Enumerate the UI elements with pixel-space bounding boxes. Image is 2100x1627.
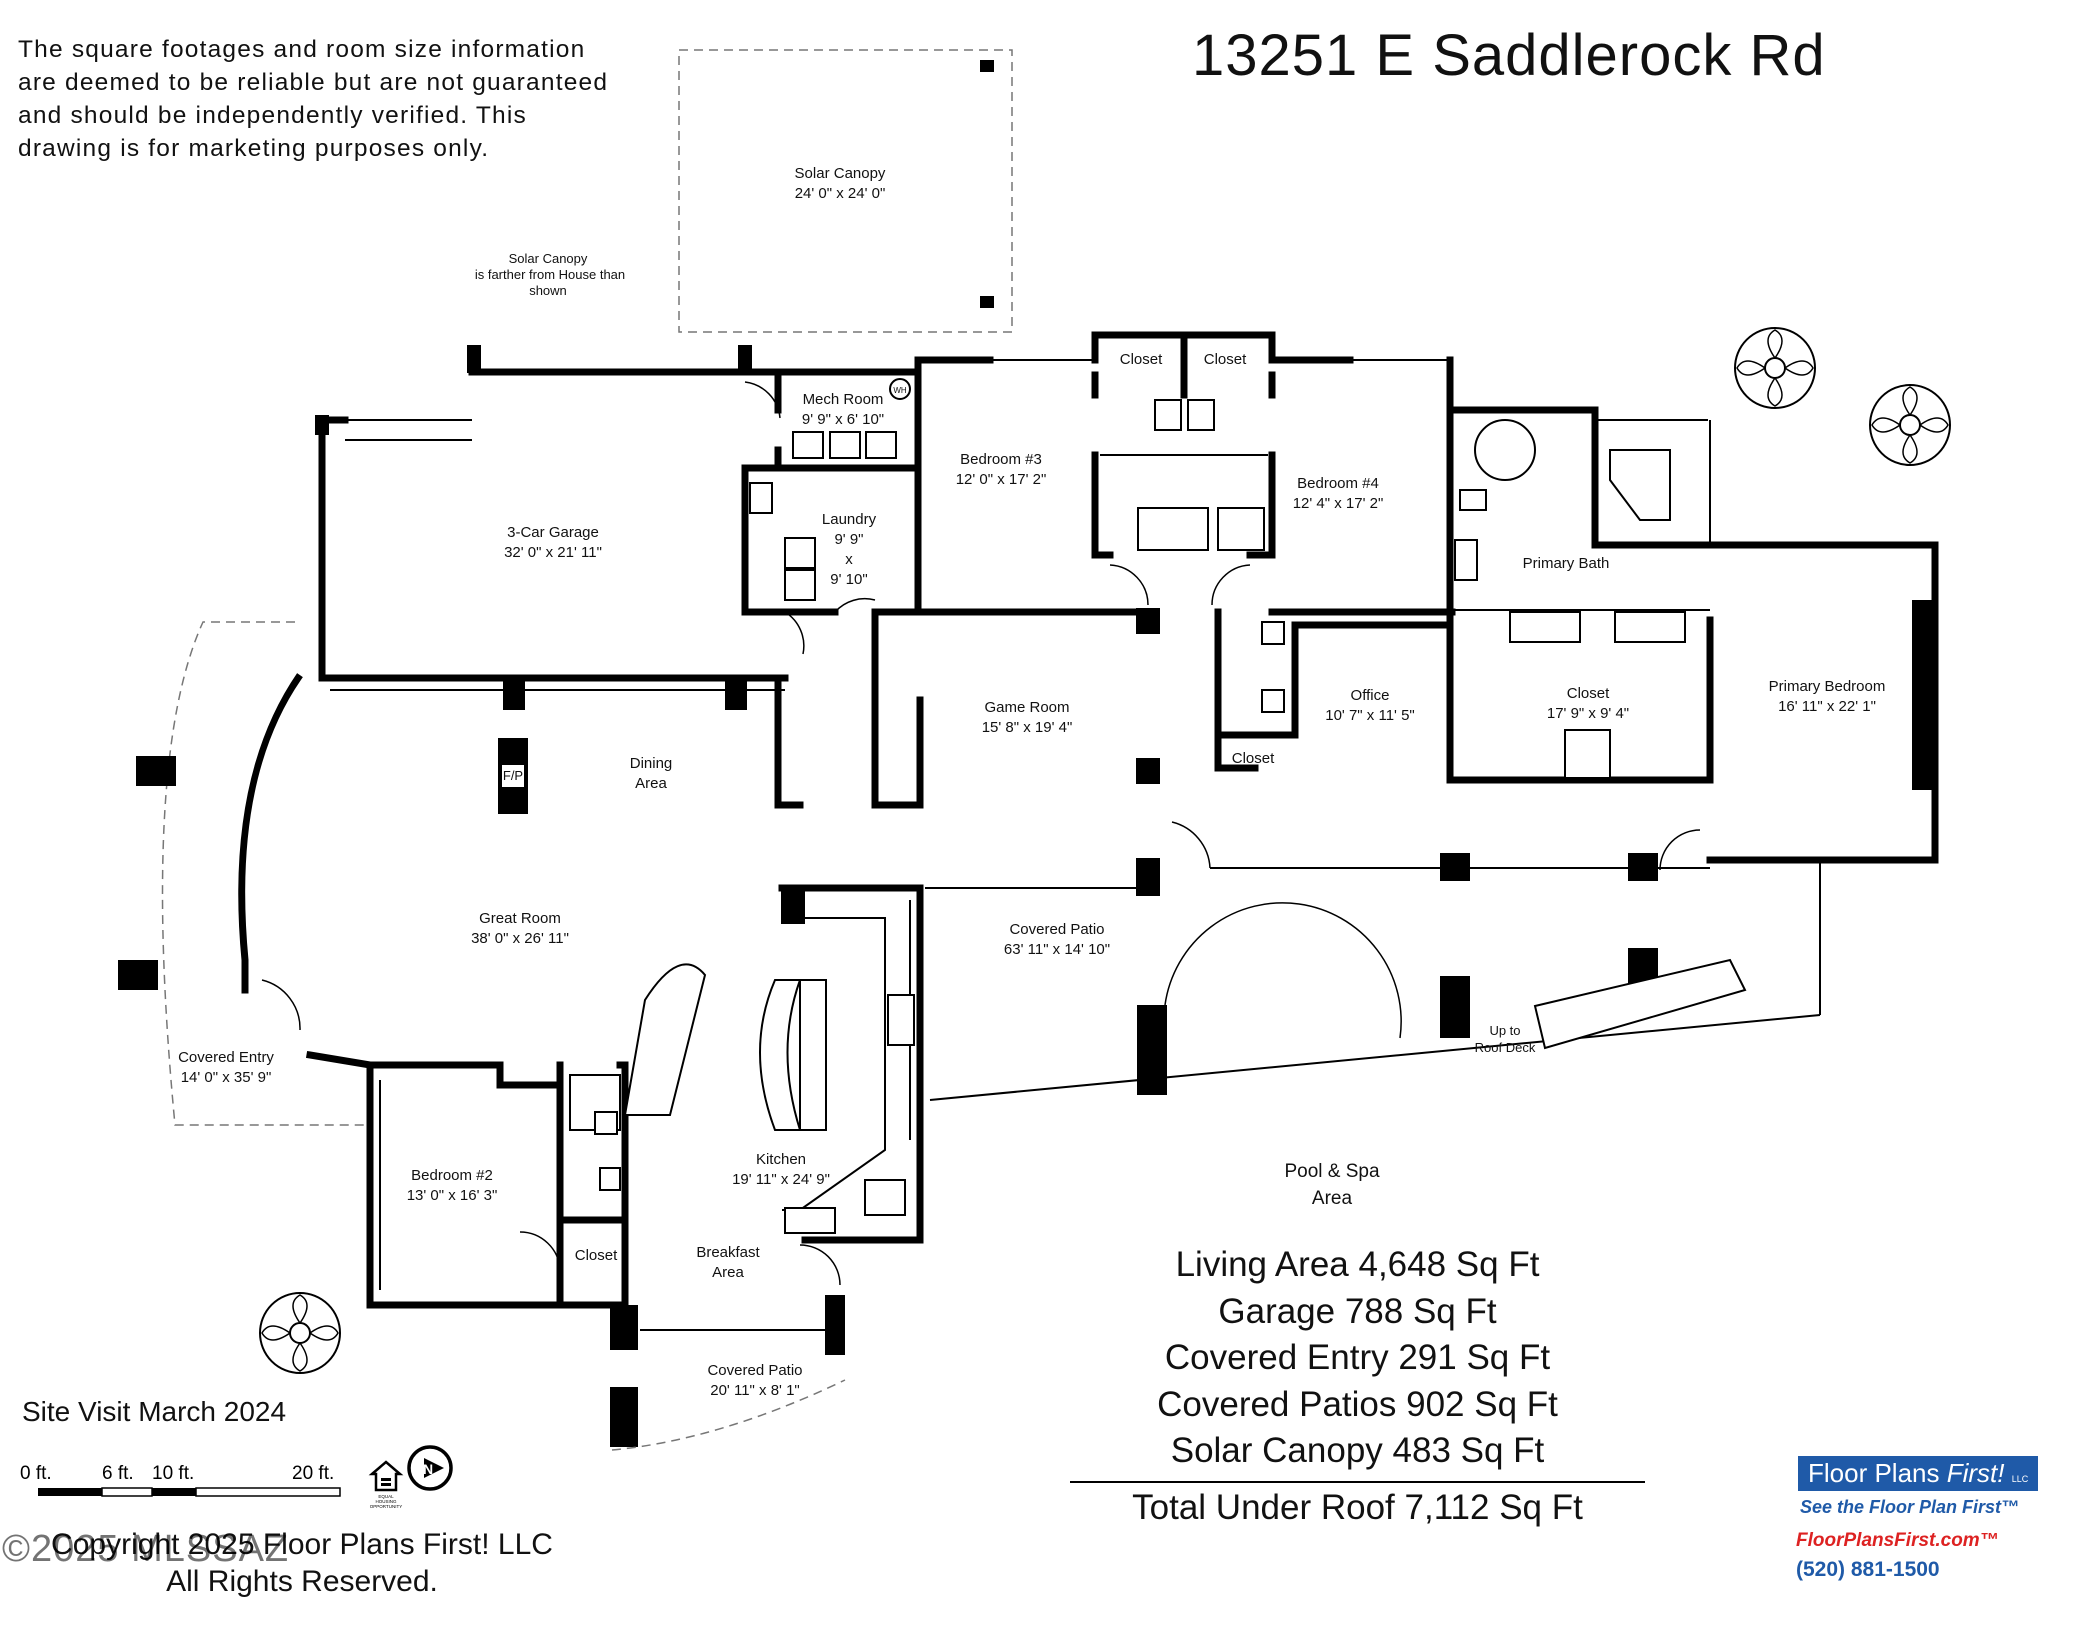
svg-text:N: N	[423, 1461, 433, 1477]
site-visit-date: Site Visit March 2024	[22, 1396, 287, 1427]
covered-patio-small-label: Covered Patio	[707, 1362, 802, 1379]
game-room-label: Game Room	[984, 699, 1069, 716]
solar-canopy-outline	[678, 49, 1013, 333]
water-heater-label: WH	[893, 386, 907, 395]
covered-entry-size: 14' 0" x 35' 9"	[181, 1069, 272, 1086]
great-room-size: 38' 0" x 26' 11"	[471, 930, 569, 947]
property-address: 13251 E Saddlerock Rd	[1192, 23, 1826, 88]
primary-bedroom-size: 16' 11" x 22' 1"	[1778, 698, 1876, 715]
primary-bedroom-label: Primary Bedroom	[1769, 678, 1886, 695]
dining-label-1: Dining	[630, 755, 673, 772]
laundry-size-3: 9' 10"	[830, 571, 867, 588]
copyright-line2: All Rights Reserved.	[166, 1565, 438, 1598]
svg-text:OPPORTUNITY: OPPORTUNITY	[370, 1504, 402, 1509]
primary-closet-label: Closet	[1567, 685, 1610, 702]
bedroom2-label: Bedroom #2	[411, 1167, 493, 1184]
bedroom4-size: 12' 4" x 17' 2"	[1293, 495, 1384, 512]
tree-icon	[1734, 327, 1816, 409]
office-label: Office	[1351, 687, 1390, 704]
svg-text:EQUAL: EQUAL	[378, 1494, 394, 1499]
bedroom3-size: 12' 0" x 17' 2"	[956, 471, 1047, 488]
covered-patio-main-label: Covered Patio	[1009, 921, 1104, 938]
kitchen-size: 19' 11" x 24' 9"	[732, 1171, 830, 1188]
covered-entry-label: Covered Entry	[178, 1049, 274, 1066]
garage-label: 3-Car Garage	[507, 524, 599, 541]
laundry-label: Laundry	[822, 511, 877, 528]
scale-label-6: 6 ft.	[102, 1463, 134, 1484]
summary-covered-entry: Covered Entry 291 Sq Ft	[1164, 1338, 1551, 1377]
disclaimer-text: The square footages and room size inform…	[18, 36, 609, 162]
tree-icon	[1869, 384, 1951, 466]
great-room-label: Great Room	[479, 910, 561, 927]
logo-tagline: See the Floor Plan First™	[1800, 1497, 2020, 1517]
solar-note-line1: Solar Canopy	[509, 251, 588, 266]
logo-phone: (520) 881-1500	[1796, 1558, 1940, 1581]
watermark: ©2025 MLSSAZ	[2, 1528, 290, 1570]
closet-b-label: Closet	[1204, 351, 1247, 368]
company-logo: Floor Plans First! LLC See the Floor Pla…	[1790, 1452, 2090, 1582]
water-heater-icon	[889, 378, 911, 400]
bedroom4-label: Bedroom #4	[1297, 475, 1379, 492]
summary-total: Total Under Roof 7,112 Sq Ft	[1070, 1480, 1645, 1532]
pool-label-1: Pool & Spa	[1284, 1161, 1379, 1182]
garage-size: 32' 0" x 21' 11"	[504, 544, 602, 561]
summary-solar-canopy: Solar Canopy 483 Sq Ft	[1170, 1431, 1545, 1470]
primary-bath-label: Primary Bath	[1523, 555, 1610, 572]
logo-brand: Floor Plans First! LLC	[1798, 1456, 2039, 1491]
pool-label-2: Area	[1312, 1188, 1353, 1209]
covered-patio-main-size: 63' 11" x 14' 10"	[1004, 941, 1110, 958]
dining-label-2: Area	[635, 775, 667, 792]
primary-closet-size: 17' 9" x 9' 4"	[1547, 705, 1629, 722]
office-closet-label: Closet	[1232, 750, 1275, 767]
mech-room-label: Mech Room	[803, 391, 884, 408]
closet-a-label: Closet	[1120, 351, 1163, 368]
covered-patio-small-size: 20' 11" x 8' 1"	[710, 1382, 800, 1399]
breakfast-label-2: Area	[712, 1264, 744, 1281]
scale-label-20: 20 ft.	[292, 1463, 334, 1484]
area-summary: Living Area 4,648 Sq Ft Garage 788 Sq Ft…	[1070, 1242, 1645, 1531]
solar-note-line2: is farther from House than	[475, 267, 625, 282]
scale-bar: 0 ft. 6 ft. 10 ft. 20 ft.	[20, 1463, 341, 1497]
office-size: 10' 7" x 11' 5"	[1325, 707, 1415, 724]
game-room-size: 15' 8" x 19' 4"	[982, 719, 1073, 736]
scale-label-0: 0 ft.	[20, 1463, 52, 1484]
summary-covered-patios: Covered Patios 902 Sq Ft	[1157, 1384, 1558, 1424]
north-arrow-icon: N	[407, 1445, 453, 1491]
solar-canopy-size: 24' 0" x 24' 0"	[795, 185, 886, 202]
stair-to-roof	[1533, 958, 1747, 1050]
bedroom3-label: Bedroom #3	[960, 451, 1042, 468]
mech-room-size: 9' 9" x 6' 10"	[802, 411, 884, 428]
breakfast-label-1: Breakfast	[696, 1244, 760, 1261]
laundry-size-1: 9' 9"	[834, 531, 863, 548]
covered-entry-outline	[161, 621, 370, 1126]
scale-label-10: 10 ft.	[152, 1463, 194, 1484]
kitchen-label: Kitchen	[756, 1151, 806, 1168]
copyright: Copyright 2025 Floor Plans First! LLC Al…	[22, 1526, 582, 1600]
roof-deck-label-1: Up to	[1489, 1023, 1520, 1038]
fireplace-label: F/P	[503, 768, 523, 783]
roof-deck-label-2: Roof Deck	[1475, 1040, 1536, 1055]
equal-housing-icon: EQUAL HOUSING OPPORTUNITY	[368, 1460, 404, 1509]
summary-garage: Garage 788 Sq Ft	[1218, 1291, 1497, 1331]
tree-icon	[259, 1292, 341, 1374]
bedroom2-size: 13' 0" x 16' 3"	[407, 1187, 498, 1204]
svg-text:HOUSING: HOUSING	[375, 1499, 397, 1504]
solar-note-line3: shown	[529, 283, 567, 298]
summary-living: Living Area 4,648 Sq Ft	[1175, 1245, 1540, 1284]
copyright-line1: Copyright 2025 Floor Plans First! LLC	[51, 1528, 553, 1561]
bedroom2-closet-label: Closet	[575, 1247, 618, 1264]
logo-website: FloorPlansFirst.com™	[1796, 1530, 1999, 1551]
solar-canopy-label: Solar Canopy	[795, 165, 886, 182]
laundry-size-2: x	[845, 551, 853, 568]
